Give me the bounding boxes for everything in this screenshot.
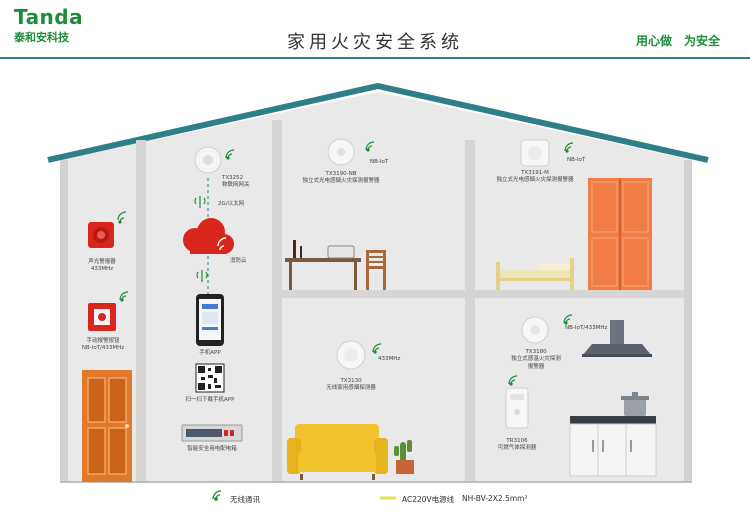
dining-table bbox=[285, 240, 361, 290]
temp-net: NB-IoT/433MHz bbox=[565, 325, 608, 331]
left-wall bbox=[60, 160, 68, 482]
entrance-door bbox=[82, 370, 132, 482]
wall-b bbox=[272, 120, 282, 482]
gas-detector bbox=[505, 387, 529, 429]
phone-app-label: 手机APP bbox=[199, 350, 221, 356]
wifi-icon-living bbox=[372, 343, 382, 354]
smoke-left-net: NB-IoT bbox=[370, 159, 389, 165]
wifi-icon-smoke-right bbox=[564, 142, 574, 153]
chair bbox=[366, 250, 386, 290]
wall-c bbox=[465, 140, 475, 482]
cactus-plant bbox=[394, 440, 414, 474]
wifi-icon-gateway bbox=[225, 149, 235, 160]
gateway-device bbox=[194, 146, 222, 174]
kitchen-counter bbox=[569, 392, 657, 477]
wardrobe bbox=[588, 178, 652, 290]
manual-alarm-button-device bbox=[88, 303, 116, 331]
signal-icon-network bbox=[194, 196, 206, 208]
bed bbox=[496, 258, 574, 290]
panel-label: 智能安全用电配电箱 bbox=[187, 446, 237, 452]
legend-wire-spec: NH-BV-2X2.5mm² bbox=[462, 494, 528, 503]
wifi-icon-gas bbox=[508, 375, 518, 386]
signal-icon-cloud bbox=[196, 270, 208, 282]
smoke-wireless-freq: 433MHz bbox=[378, 356, 401, 362]
qr-code bbox=[195, 363, 225, 393]
legend-wireless-label: 无线通讯 bbox=[230, 495, 260, 504]
sofa bbox=[287, 424, 388, 480]
smoke-detector-nb-right bbox=[520, 139, 550, 167]
fire-cloud-icon bbox=[183, 218, 234, 254]
roof bbox=[47, 82, 709, 163]
qr-label: 扫一扫下载手机APP bbox=[185, 397, 235, 403]
wifi-icon-sounder bbox=[117, 211, 127, 224]
smoke-detector-wireless bbox=[336, 340, 366, 370]
network-label: 2G/以太网 bbox=[218, 201, 245, 207]
wifi-icon-button bbox=[119, 291, 129, 302]
cloud-label: 消防云 bbox=[230, 258, 247, 264]
right-wall bbox=[684, 160, 692, 482]
range-hood bbox=[582, 320, 652, 357]
page-title: 家用火灾安全系统 bbox=[287, 32, 463, 53]
smoke-detector-nb-left bbox=[327, 138, 355, 166]
brand-logo-text: Tanda bbox=[14, 5, 84, 29]
distribution-panel bbox=[181, 424, 243, 442]
alarm-sounder-device bbox=[88, 222, 114, 248]
brand-chinese-name: 泰和安科技 bbox=[14, 31, 69, 44]
wifi-icon-smoke-left bbox=[365, 141, 375, 152]
floor-slab bbox=[282, 290, 684, 298]
wifi-icon-temp bbox=[563, 314, 573, 325]
temp-detector bbox=[521, 316, 549, 344]
phone-app-device bbox=[196, 294, 224, 346]
legend-wire-label: AC220V电源线 bbox=[402, 495, 455, 504]
smoke-right-net: NB-IoT bbox=[567, 157, 586, 163]
wall-a bbox=[136, 140, 146, 482]
slogan: 用心做 为安全 bbox=[635, 34, 720, 48]
wireless-legend-icon bbox=[212, 490, 222, 501]
